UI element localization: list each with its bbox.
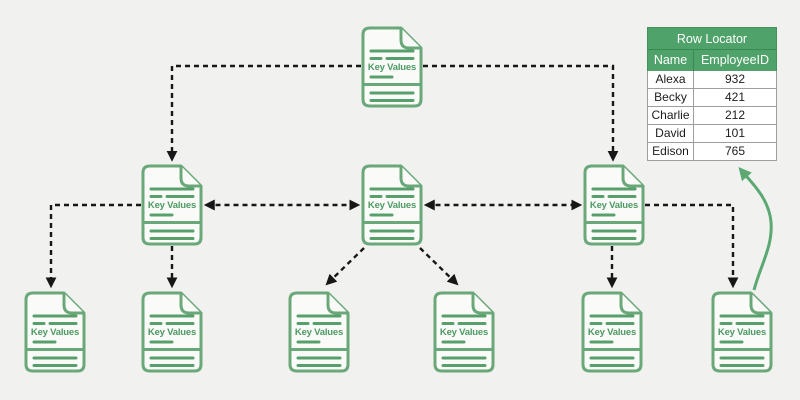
btree-internal-node-3: Key Values (583, 164, 645, 246)
connector-root-to-internal-left (166, 64, 361, 162)
cell-employeeid: 212 (724, 108, 746, 122)
document-label: Key Values (587, 327, 637, 338)
cell-employeeid: 932 (724, 72, 746, 86)
table-header-row: Name EmployeeID (647, 50, 777, 71)
connector-internal-mid-to-leaf-3 (325, 247, 365, 286)
cell-name: Edison (648, 143, 694, 160)
document-label: Key Values (717, 327, 767, 338)
column-header-name: Name (648, 50, 694, 71)
btree-leaf-node-2: Key Values (141, 291, 203, 373)
document-label: Key Values (367, 62, 417, 73)
row-locator-table: Row Locator Name EmployeeID Alexa 932 Be… (647, 27, 777, 161)
table-row: Alexa 932 (647, 71, 777, 89)
cell-employeeid: 765 (724, 144, 746, 158)
btree-leaf-node-6: Key Values (711, 291, 773, 373)
document-label: Key Values (589, 200, 639, 211)
table-row: Edison 765 (647, 143, 777, 161)
btree-leaf-node-4: Key Values (433, 291, 495, 373)
column-header-employeeid: EmployeeID (700, 53, 770, 67)
btree-leaf-node-3: Key Values (288, 291, 350, 373)
document-label: Key Values (439, 327, 489, 338)
cell-name: Becky (648, 89, 694, 106)
table-row: Becky 421 (647, 89, 777, 107)
table-row: David 101 (647, 125, 777, 143)
document-label: Key Values (294, 327, 344, 338)
btree-internal-node-1: Key Values (141, 164, 203, 246)
cell-employeeid: 101 (724, 126, 746, 140)
connector-internal-left-to-leaf-1 (45, 203, 141, 289)
document-label: Key Values (367, 200, 417, 211)
cell-name: Alexa (648, 71, 694, 88)
connector-root-to-internal-right (423, 64, 619, 162)
cell-name: David (648, 125, 694, 142)
document-label: Key Values (30, 327, 80, 338)
cell-name: Charlie (648, 107, 694, 124)
btree-internal-node-2: Key Values (361, 164, 423, 246)
connector-internal-mid-to-leaf-4 (419, 247, 459, 286)
btree-root-node: Key Values (361, 26, 423, 108)
btree-leaf-node-1: Key Values (24, 291, 86, 373)
table-row: Charlie 212 (647, 107, 777, 125)
leaf-to-row-locator-arrow (738, 167, 773, 291)
document-label: Key Values (147, 327, 197, 338)
document-label: Key Values (147, 200, 197, 211)
connector-internal-right-to-leaf-6 (645, 203, 739, 289)
table-title: Row Locator (647, 27, 777, 50)
btree-leaf-node-5: Key Values (581, 291, 643, 373)
cell-employeeid: 421 (724, 90, 746, 104)
